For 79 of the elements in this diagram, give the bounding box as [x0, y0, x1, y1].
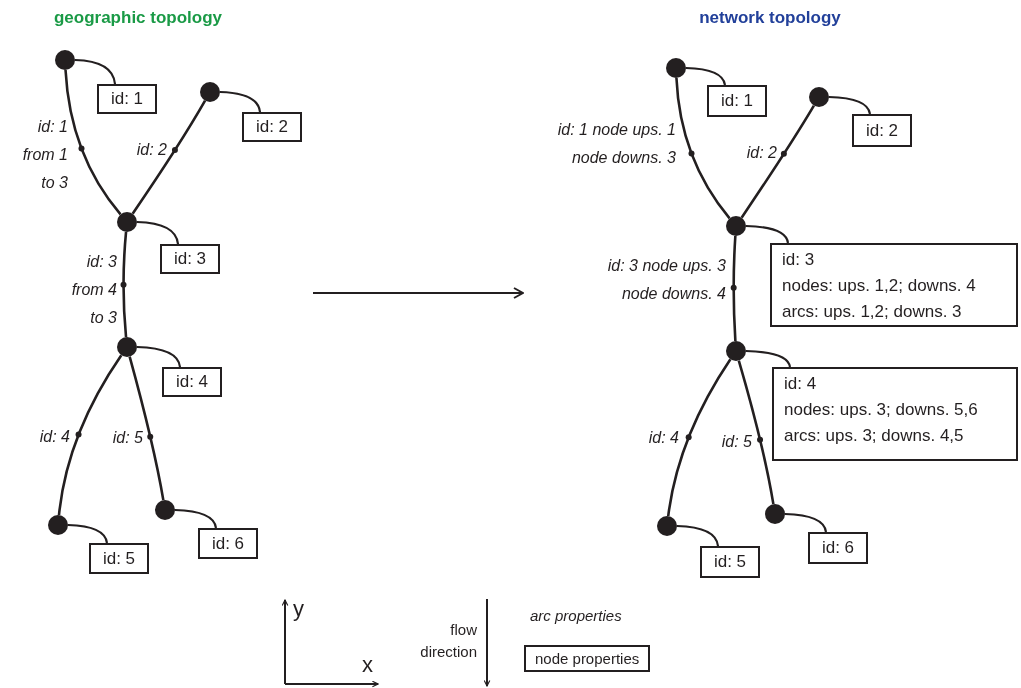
node-property-text: id: 6	[210, 532, 246, 555]
leader-line	[745, 224, 790, 244]
leader-line	[219, 90, 262, 113]
arc-property-label: id: 3 node ups. 3 node downs. 4	[606, 256, 726, 304]
node-property-box	[89, 543, 149, 574]
node-property-text: id: 4	[174, 371, 210, 393]
arc-property-label: id: 1 from 1 to 3	[21, 117, 68, 193]
node-property-box	[160, 244, 220, 274]
arc-property-label: id: 2	[745, 143, 777, 163]
node-property-text: id: 2	[864, 119, 900, 142]
node-property-text: id: 3	[172, 248, 208, 270]
arc-line	[64, 69, 122, 216]
node-dot	[726, 216, 746, 236]
node-property-box	[162, 367, 222, 397]
leader-line	[745, 349, 792, 368]
leader-line	[136, 220, 180, 245]
node-dot	[200, 82, 220, 102]
flow-direction-label: flow direction	[419, 620, 477, 662]
arc-line	[131, 100, 207, 215]
leader-line	[685, 66, 727, 86]
arc-line	[675, 77, 731, 220]
node-property-box	[808, 532, 868, 564]
arc-property-label: id: 2	[135, 140, 167, 160]
node-dot	[666, 58, 686, 78]
node-dot	[117, 337, 137, 357]
arc-property-label: id: 4	[38, 427, 70, 447]
arc-line	[120, 231, 128, 338]
node-dot	[155, 500, 175, 520]
node-dot	[765, 504, 785, 524]
leader-line	[136, 345, 182, 368]
leader-line	[784, 512, 828, 533]
node-property-text: arcs: ups. 3; downs. 4,5	[784, 425, 965, 447]
legend-node-sample: node properties	[524, 645, 651, 672]
axis-label: y	[293, 596, 304, 622]
axis-label: x	[362, 652, 373, 678]
arc-line	[740, 104, 816, 219]
node-property-text: nodes: ups. 1,2; downs. 4	[782, 275, 977, 297]
panel-heading: network topology	[698, 8, 842, 28]
node-property-text: id: 1	[719, 90, 755, 112]
node-property-box	[770, 243, 1018, 327]
arc-line	[730, 235, 737, 342]
arc-property-label: id: 3 from 4 to 3	[70, 252, 117, 328]
arc-property-label: id: 4	[647, 428, 679, 448]
node-property-text: id: 5	[712, 551, 748, 573]
leader-line	[74, 58, 117, 85]
arc-line	[666, 358, 732, 517]
node-dot	[55, 50, 75, 70]
node-dot	[117, 212, 137, 232]
node-dot	[809, 87, 829, 107]
node-property-text: id: 6	[820, 537, 856, 559]
arc-property-label: id: 1 node ups. 1 node downs. 3	[556, 120, 676, 168]
panel-heading: geographic topology	[52, 8, 224, 28]
node-dot	[48, 515, 68, 535]
node-property-box	[700, 546, 760, 578]
arc-line	[128, 356, 165, 501]
node-property-text: arcs: ups. 1,2; downs. 3	[782, 301, 963, 323]
node-property-box	[707, 85, 767, 117]
leader-line	[676, 524, 720, 547]
leader-line	[67, 523, 109, 544]
leader-line	[828, 95, 872, 115]
arc-property-label: id: 5	[720, 432, 752, 452]
node-property-text: nodes: ups. 3; downs. 5,6	[784, 399, 979, 421]
node-property-box	[97, 84, 157, 114]
arc-property-label: id: 5	[111, 428, 143, 448]
node-property-text: id: 4	[784, 373, 818, 395]
arc-line	[57, 354, 123, 516]
node-dot	[726, 341, 746, 361]
node-property-box	[242, 112, 302, 142]
node-property-text: id: 2	[254, 116, 290, 138]
node-property-text: id: 1	[109, 88, 145, 110]
node-dot	[657, 516, 677, 536]
node-property-box	[772, 367, 1018, 461]
arc-line	[737, 360, 775, 505]
leader-line	[174, 508, 218, 529]
node-property-box	[198, 528, 258, 559]
node-property-text: id: 3	[782, 249, 816, 271]
legend-arc-sample: arc properties	[530, 607, 622, 624]
node-property-box	[852, 114, 912, 147]
node-property-text: id: 5	[101, 547, 137, 570]
